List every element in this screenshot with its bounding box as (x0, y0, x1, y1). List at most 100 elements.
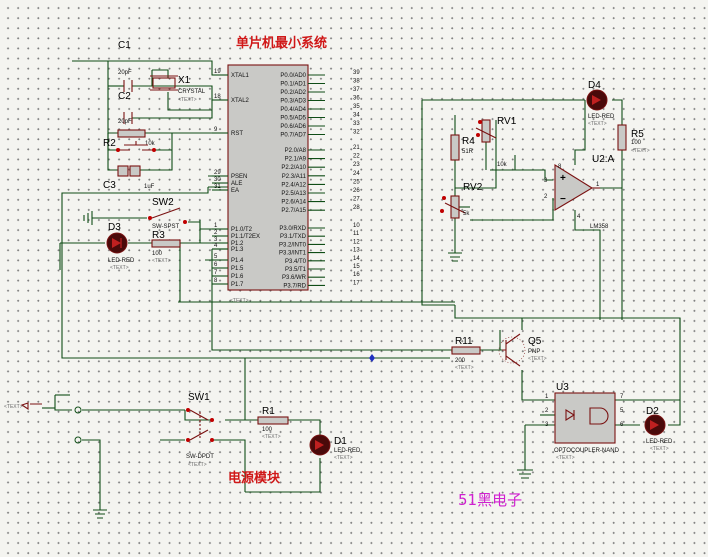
resistor-r3[interactable]: R3 100 <TEXT> (151, 230, 181, 264)
mcu-right-pin-num: 36 (353, 96, 360, 102)
led-d2[interactable]: D2 LED-RED <TEXT> (644, 406, 673, 452)
crystal-x1[interactable]: X1 CRYSTAL <TEXT> (150, 75, 206, 103)
mcu-left-pin-label: P1.6 (231, 274, 244, 280)
potentiometer-rv2[interactable]: RV2 5k (440, 182, 483, 219)
resistor-r4[interactable]: R4 51R (450, 134, 475, 161)
q5-ref: Q5 (528, 336, 542, 347)
mcu-right-pin-label: P0.5/AD5 (280, 116, 306, 122)
mcu-right-pin-label: P2.5/A13 (281, 191, 306, 197)
rv1-value: 10k (497, 162, 508, 168)
mcu-left-pin-num: 6 (214, 262, 218, 268)
mcu-left-pin-num: 5 (214, 254, 218, 260)
d1-value: LED-RED (334, 448, 361, 454)
mcu-left-pin-num: 8 (214, 278, 218, 284)
mcu-right-pin-label: P3.4/T0 (285, 259, 307, 265)
mcu-right-pin-label: P2.6/A14 (281, 200, 306, 206)
d2-text: <TEXT> (650, 446, 669, 452)
capacitor-c1[interactable]: C1 20pF (118, 40, 133, 92)
resistor-r1[interactable]: R1 100 <TEXT> (257, 406, 289, 440)
d1-ref: D1 (334, 436, 347, 447)
u2-pin-vcc: 8 (558, 164, 562, 170)
d2-value: LED-RED (646, 439, 673, 445)
c1-ref: C1 (118, 40, 131, 51)
resistor-r11[interactable]: R11 200 <TEXT> (451, 336, 481, 371)
brand-label: 51黑电子 (458, 491, 522, 509)
mcu-right-pin-num: 33 (353, 121, 360, 127)
rv1-ref: RV1 (497, 116, 517, 127)
x1-value: CRYSTAL (178, 89, 206, 95)
resistor-r2[interactable]: R2 10k (103, 129, 156, 149)
optocoupler-u3[interactable]: U3 OPTOCOUPLER-NAND <TEXT> 1 2 3 5 6 7 (545, 382, 624, 461)
u3-pin-2: 2 (545, 408, 549, 414)
c3-value: 1uF (144, 184, 155, 190)
mcu-right-pin-label: P2.0/A8 (285, 148, 307, 154)
switch-sw1[interactable]: SW1 SW-DPDT <TEXT> (186, 392, 214, 468)
c2-value: 20pF (118, 119, 132, 125)
mcu-right-pin-num: 35 (353, 104, 360, 110)
junction-marker (369, 354, 375, 362)
source-text: <TEXT> (4, 404, 23, 410)
mcu-left-pin-label: P1.5 (231, 266, 244, 272)
mcu-left-pin-num: 30 (214, 177, 221, 183)
reset-button[interactable] (116, 141, 156, 152)
ground-symbol-power (93, 509, 107, 519)
mcu-left-pin-label: P1.0/T2 (231, 227, 253, 233)
mcu-right-pin-num: 25 (353, 179, 360, 185)
q5-value: PNP (528, 349, 540, 355)
mcu-right-pin-label: P0.4/AD4 (280, 107, 306, 113)
transistor-q5[interactable]: Q5 PNP <TEXT> (498, 333, 547, 367)
mcu-right-pin-num: 34 (353, 113, 360, 119)
switch-sw2[interactable]: SW2 SW-SPST (148, 197, 187, 230)
u2-value: LM358 (590, 224, 609, 230)
mcu-right-pin-num: 27 (353, 197, 360, 203)
mcu-left-pin-num: 18 (214, 94, 221, 100)
led-d3[interactable]: D3 LED-RED <TEXT> (106, 222, 135, 271)
mcu-left-pin-label: XTAL1 (231, 73, 250, 79)
mcu-right-pin-label: P3.3/INT1 (279, 251, 307, 257)
mcu-right-pin-num: 23 (353, 162, 360, 168)
mcu-right-pin-num: 37 (353, 87, 360, 93)
mcu-right-pin-num: 17 (353, 280, 360, 286)
mcu-left-pin-num: 3 (214, 237, 218, 243)
resistor-r5[interactable]: R5 100 <TEXT> (617, 124, 650, 154)
mcu-right-pin-num: 28 (353, 205, 360, 211)
mcu-right-pin-label: P2.4/A12 (281, 182, 306, 188)
mcu-left-pin-label: P1.4 (231, 258, 244, 264)
potentiometer-rv1[interactable]: RV1 10k (475, 116, 517, 168)
mcu-chip[interactable] (227, 64, 309, 291)
opamp-u2a[interactable]: + − U2:A LM358 3 2 1 8 4 (544, 154, 615, 230)
ground-symbol-u3 (517, 469, 533, 479)
led-d1[interactable]: D1 LED-RED <TEXT> (309, 434, 361, 461)
mcu-left-pin-label: P1.1/T2EX (231, 234, 260, 240)
mcu-right-pin-num: 21 (353, 145, 360, 151)
mcu-left-pin-num: 29 (214, 170, 221, 176)
r5-text: <TEXT> (631, 148, 650, 154)
mcu-right-pin-label: P0.6/AD6 (280, 124, 306, 130)
u3-value: OPTOCOUPLER-NAND (554, 448, 620, 454)
d2-ref: D2 (646, 406, 659, 417)
led-d4[interactable]: D4 LED-RED <TEXT> (586, 80, 615, 127)
u3-ref: U3 (556, 382, 569, 393)
capacitor-c3[interactable]: C3 1uF (103, 165, 155, 191)
mcu-left-pin-num: 7 (214, 270, 218, 276)
u3-pin-5: 5 (620, 408, 624, 414)
q5-text: <TEXT> (528, 356, 547, 362)
r3-ref: R3 (152, 230, 165, 241)
mcu-right-pin-label: P3.5/T1 (285, 267, 307, 273)
mcu-left-pin-num: 2 (214, 230, 218, 236)
u2-pin-gnd: 4 (577, 214, 581, 220)
r11-text: <TEXT> (455, 365, 474, 371)
svg-text:−: − (560, 194, 566, 205)
r1-text: <TEXT> (262, 434, 281, 440)
mcu-right-pin-num: 15 (353, 264, 360, 270)
mcu-right-pin-num: 13 (353, 248, 360, 254)
u2-ref: U2:A (592, 154, 615, 165)
capacitor-c2[interactable]: C2 20pF (118, 91, 133, 125)
mcu-right-pin-label: P2.1/A9 (285, 157, 307, 163)
d3-ref: D3 (108, 222, 121, 233)
mcu-left-pin-label: RST (231, 131, 243, 137)
power-source-terminal[interactable]: <TEXT> (4, 394, 82, 444)
sw2-ref: SW2 (152, 197, 174, 208)
